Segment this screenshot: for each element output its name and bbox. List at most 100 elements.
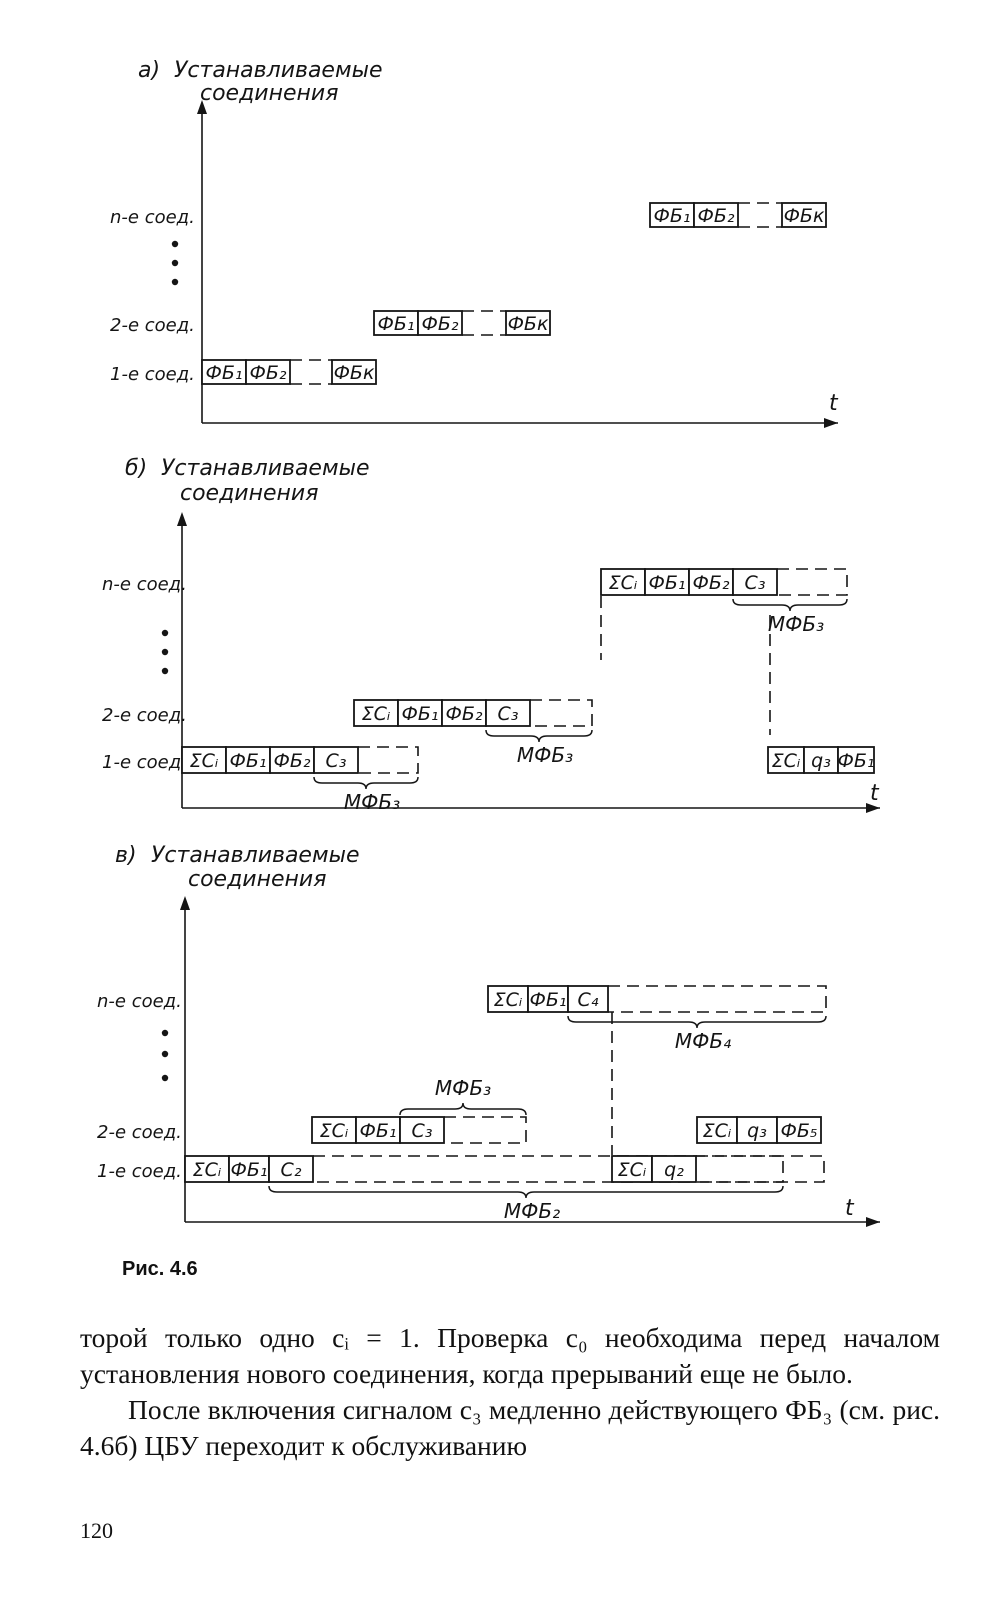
- panel-3-block-2-dashed-tail: [444, 1116, 527, 1144]
- panel-3-block-1-brace-label: МФБ₂: [504, 1199, 560, 1223]
- block-cell: [527, 985, 569, 1013]
- panel-3-block-4-dashed-tail: [696, 1155, 825, 1183]
- panel-2-block-2-dashed-tail: [530, 699, 593, 727]
- block-cell: [397, 699, 443, 727]
- block-cell-label: ФБ₂: [249, 362, 286, 384]
- panel-3-title-line-1: Устанавливаемые: [151, 843, 359, 868]
- block-cell: [837, 746, 875, 774]
- panel-2-block-3-dashed-tail: [777, 568, 848, 596]
- panel-3-block-3-brace-label: МФБ₄: [675, 1029, 731, 1053]
- block-cell-label: ФБ₁: [359, 1120, 396, 1142]
- block-cell-label: C₃: [498, 703, 519, 725]
- block-cell: [373, 310, 419, 336]
- block-cell-label: ΣCᵢ: [609, 572, 638, 594]
- page-number: 120: [80, 1518, 113, 1543]
- block-cell: [688, 568, 734, 596]
- block-cell-label: ФБ₂: [692, 572, 729, 594]
- block-cell-label: ФБ₂: [273, 750, 310, 772]
- panel-3-ellipsis-dot: [161, 1029, 169, 1037]
- block-cell-label: ФБ₂: [445, 703, 482, 725]
- block-cell: [649, 202, 695, 228]
- panel-3-y-axis-arrow: [180, 896, 190, 910]
- figure-caption: Рис. 4.6: [122, 1258, 198, 1280]
- block-cell-label: C₂: [281, 1159, 302, 1181]
- block-cell-label: C₃: [326, 750, 347, 772]
- block-cell-label: C₃: [412, 1120, 433, 1142]
- panel-3-block-2-brace-label: МФБ₃: [435, 1076, 491, 1100]
- block-cell: [313, 746, 359, 774]
- block-cell-label: ФБ₁: [529, 989, 566, 1011]
- panel-2-axis-label-t: t: [870, 781, 880, 806]
- block-cell-label: ФБ₁: [230, 1159, 267, 1181]
- block-cell-label: ФБ₁: [205, 362, 242, 384]
- block-cell-label: q₃: [811, 750, 831, 772]
- block-cell: [399, 1116, 445, 1144]
- panel-3-row-label: n-е соед.: [97, 991, 182, 1012]
- panel-2-ellipsis-dot: [161, 667, 169, 675]
- panel-1-block-3: ФБ₁ ФБ₂: [201, 359, 291, 385]
- panel-1-letter: а): [138, 58, 160, 83]
- panel-1-block-3-last: ФБк: [331, 359, 377, 385]
- block-cell: [644, 568, 690, 596]
- block-cell-label: ΣCᵢ: [494, 989, 523, 1011]
- block-cell: [201, 359, 247, 385]
- panel-2-ellipsis-dot: [161, 629, 169, 637]
- paragraph-1: торой только одно cᵢ = 1. Проверка c₀ не…: [80, 1322, 940, 1389]
- block-cell: [184, 1155, 230, 1183]
- panel-1-x-axis-arrow: [824, 418, 838, 428]
- panel-2-block-3-brace-label: МФБ₃: [768, 612, 824, 636]
- panel-3-axis-label-t: t: [845, 1196, 855, 1221]
- panel-1-title-line-2: соединения: [200, 81, 338, 106]
- block-cell: [181, 746, 227, 774]
- panel-2-title-line-1: Устанавливаемые: [161, 456, 369, 481]
- block-cell-label: ФБ₁: [377, 313, 414, 335]
- panel-2-x-axis-arrow: [866, 803, 880, 813]
- panel-3-block-1: ΣCᵢ ФБ₁ C₂: [184, 1155, 314, 1183]
- panel-1-block-1: ФБ₁ ФБ₂: [649, 202, 739, 228]
- panel-2-y-axis-arrow: [177, 512, 187, 526]
- panel-2-block-3-brace: [732, 598, 848, 612]
- panel-1-ellipsis-dot: [171, 259, 179, 267]
- block-cell: [225, 746, 271, 774]
- panel-1-y-axis-arrow: [197, 100, 207, 114]
- panel-2-row-label: 1-е соед.: [102, 752, 187, 773]
- body-text: торой только одно cᵢ = 1. Проверка c₀ не…: [80, 1320, 940, 1464]
- panel-3-x-axis-arrow: [866, 1217, 880, 1227]
- block-cell-label: ΣCᵢ: [320, 1120, 349, 1142]
- panel-3-block-1-dashed-tail: [313, 1155, 784, 1183]
- block-cell-label: q₃: [747, 1120, 767, 1142]
- panel-3-ellipsis-dot: [161, 1074, 169, 1082]
- block-cell-label: ΣCᵢ: [362, 703, 391, 725]
- block-cell: [441, 699, 487, 727]
- block-cell-label: ФБ₁: [837, 750, 874, 772]
- panel-2-block-1-brace: [313, 776, 419, 790]
- panel-2-row-label: n-е соед.: [102, 574, 187, 595]
- panel-1-axis-label-t: t: [829, 391, 839, 416]
- block-cell-label: ΣCᵢ: [618, 1159, 647, 1181]
- block-cell-label: ФБ₂: [697, 205, 734, 227]
- block-cell: [693, 202, 739, 228]
- block-cell: [776, 1116, 822, 1144]
- panel-3-row-label: 1-е соед.: [97, 1161, 182, 1182]
- block-cell-label: ΣCᵢ: [772, 750, 801, 772]
- panel-1-block-1-last: ФБк: [781, 202, 827, 228]
- panel-3-title-line-2: соединения: [188, 867, 326, 892]
- panel-1-block-2-last: ФБк: [505, 310, 551, 336]
- panel-2-block-1-dashed-tail: [358, 746, 419, 774]
- block-cell-label: C₄: [578, 989, 599, 1011]
- panel-2-row-label: 2-е соед.: [102, 705, 187, 726]
- panel-2-title-line-2: соединения: [180, 481, 318, 506]
- panel-1-row-label: n-е соед.: [110, 207, 195, 228]
- block-cell-label: ФБ₁: [653, 205, 690, 227]
- block-cell: [487, 985, 529, 1013]
- panel-2-block-4: ΣCᵢ q₃ ФБ₁: [767, 746, 875, 774]
- block-cell: [353, 699, 399, 727]
- block-cell-label: ΣCᵢ: [193, 1159, 222, 1181]
- panel-3-block-3-dashed-tail: [608, 985, 827, 1013]
